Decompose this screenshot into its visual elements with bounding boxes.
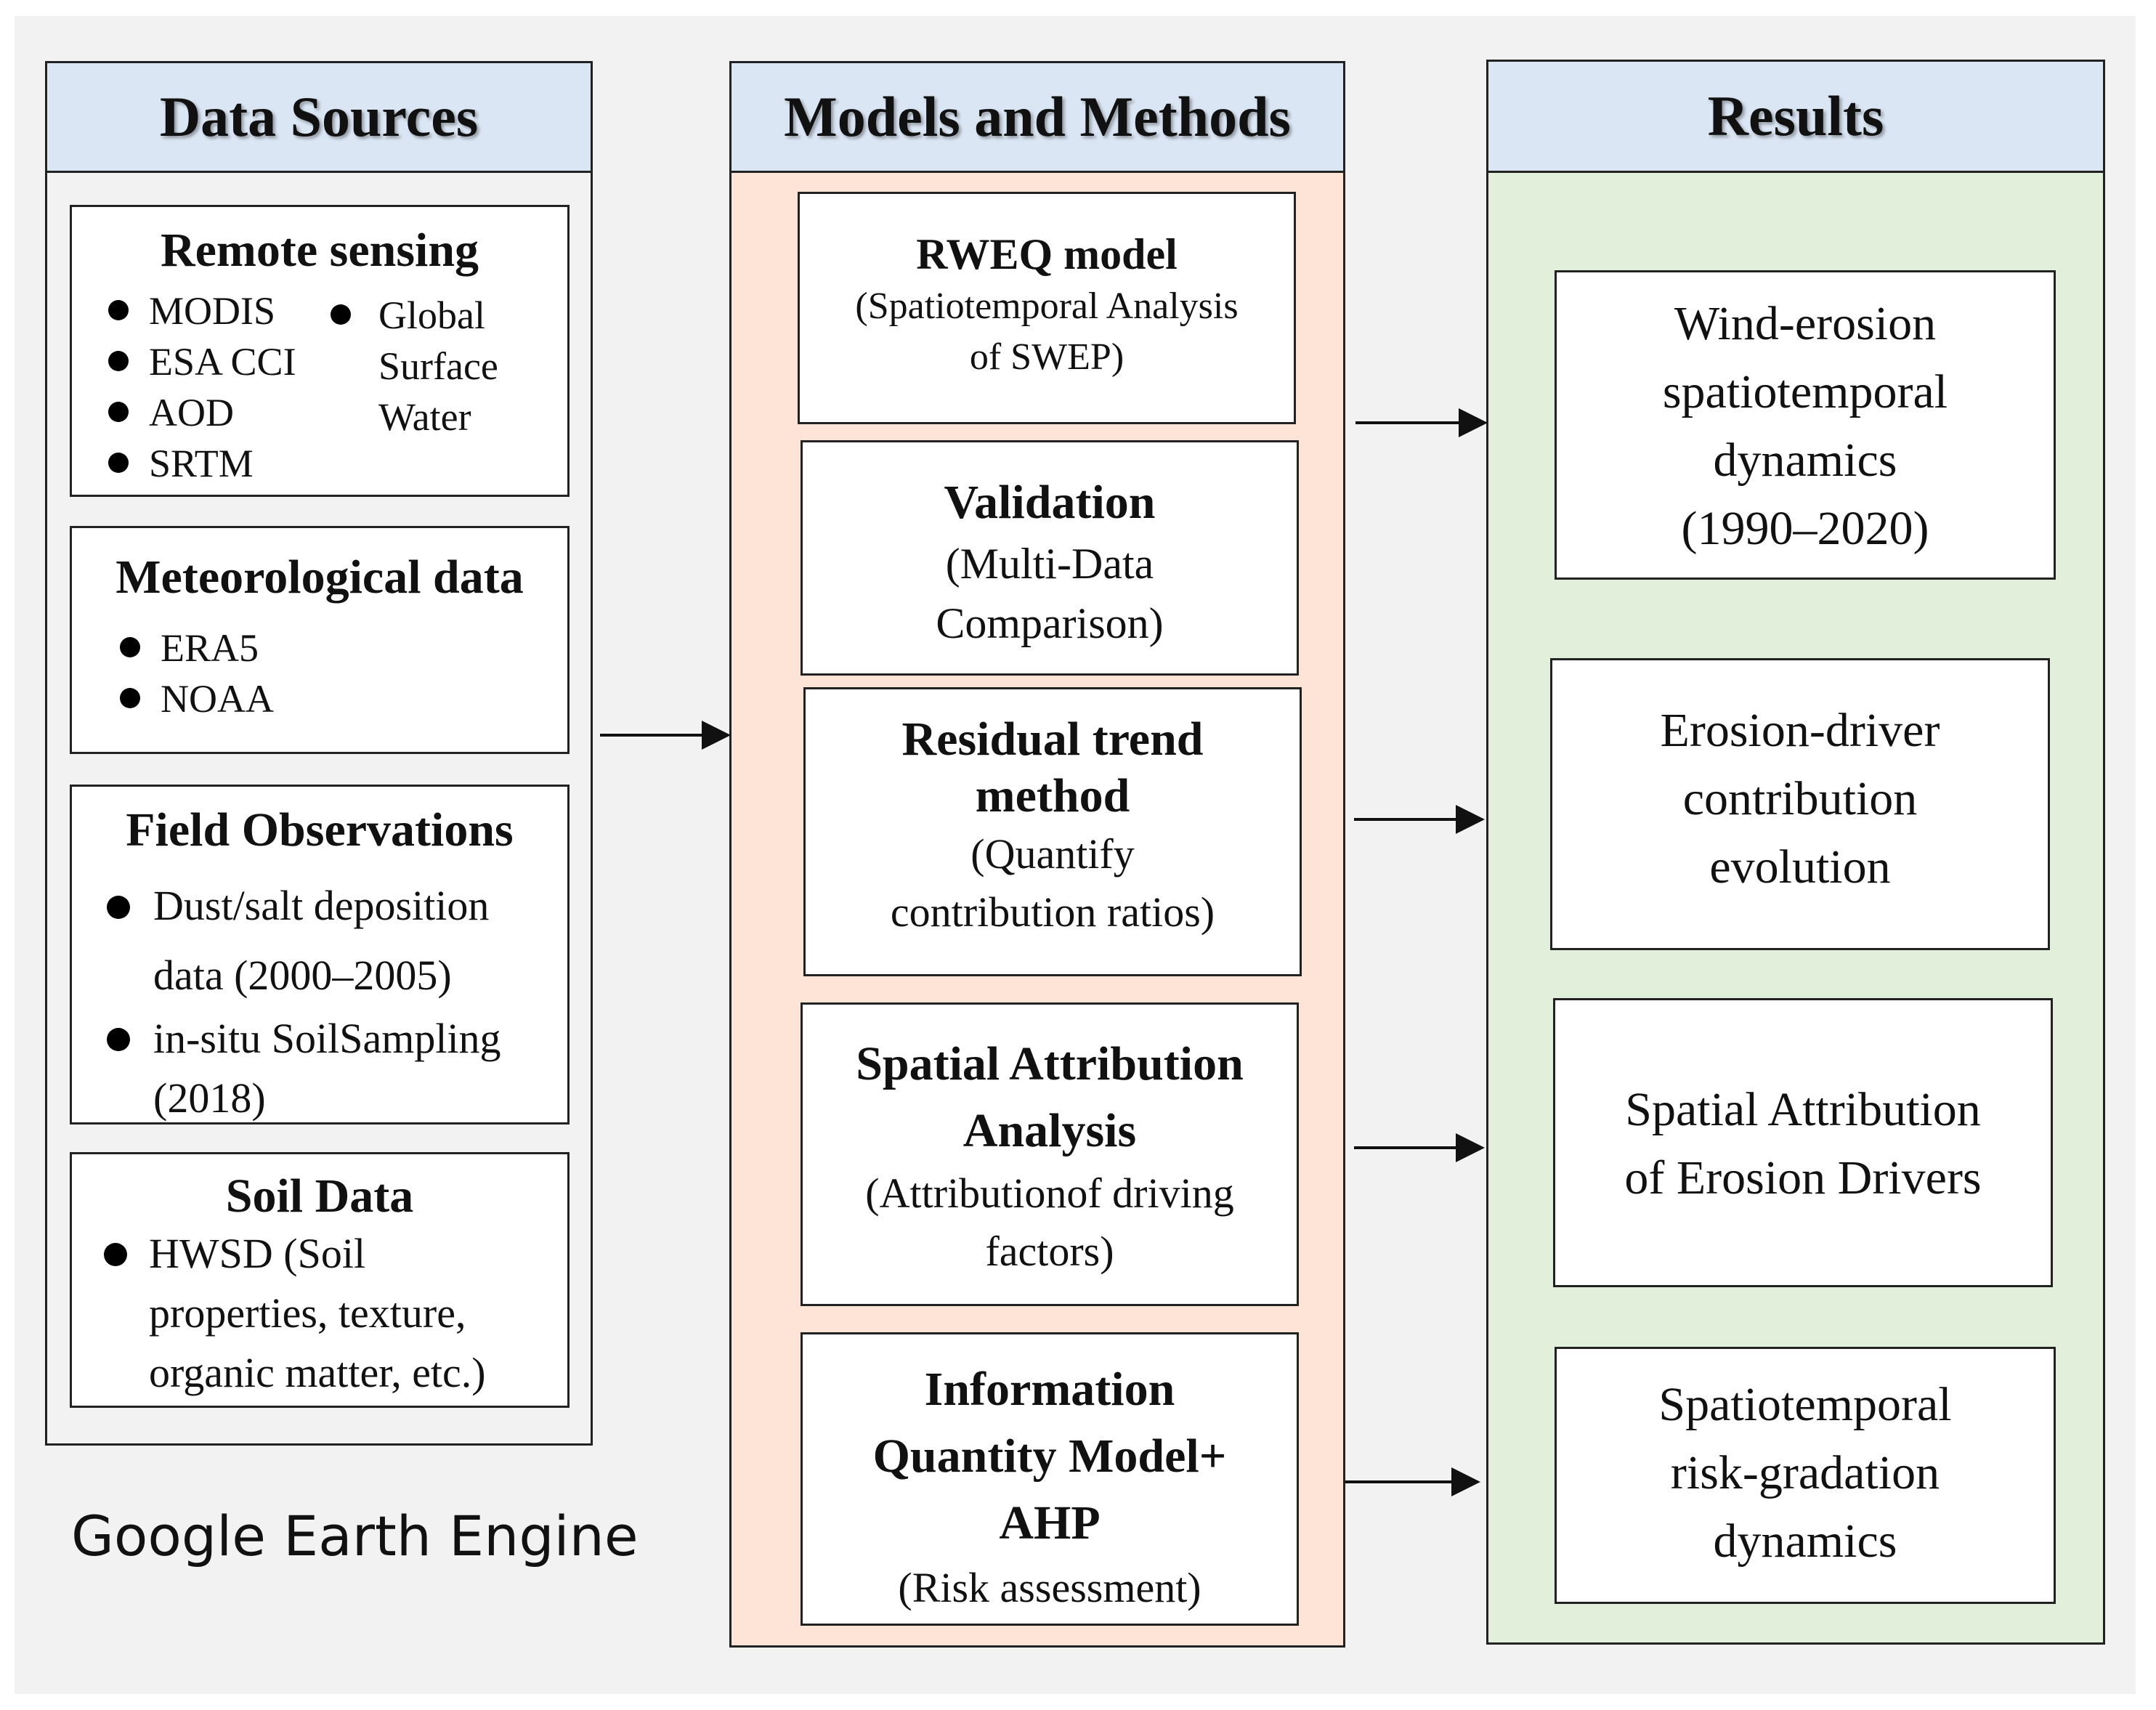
list-item: ESA CCI xyxy=(101,336,296,387)
method-detail: (Multi-Data xyxy=(945,540,1154,588)
list-item-line: in-situ SoilSampling xyxy=(153,1015,501,1062)
list-item: MODIS xyxy=(101,285,296,336)
result-line: evolution xyxy=(1709,840,1891,894)
list-item: NOAA xyxy=(113,673,274,724)
information-quantity-box: Information Quantity Model+ AHP (Risk as… xyxy=(801,1332,1299,1626)
method-heading: Residual trend xyxy=(901,713,1204,766)
field-observations-heading: Field Observations xyxy=(126,803,514,856)
list-item-line: Dust/salt deposition xyxy=(153,882,490,929)
result-line: contribution xyxy=(1682,772,1918,825)
remote-sensing-heading: Remote sensing xyxy=(160,224,479,277)
result-line: spatiotemporal xyxy=(1662,365,1948,418)
residual-trend-box: Residual trend method (Quantify contribu… xyxy=(803,687,1302,976)
field-observation-item-2: in-situ SoilSampling (2018) xyxy=(107,1009,501,1128)
bullet-icon xyxy=(107,896,130,919)
bullet-icon xyxy=(104,1243,127,1266)
list-item-line: (2018) xyxy=(153,1074,266,1122)
method-heading: Spatial Attribution xyxy=(856,1037,1244,1090)
bullet-icon xyxy=(331,304,351,325)
list-item-line: Surface xyxy=(378,344,498,388)
remote-sensing-list: MODIS ESA CCI AOD SRTM xyxy=(101,285,296,489)
field-observations-box: Field Observations Dust/salt deposition … xyxy=(70,785,570,1125)
soil-data-heading: Soil Data xyxy=(225,1170,414,1223)
meteorological-list: ERA5 NOAA xyxy=(113,623,274,724)
soil-data-box: Soil Data HWSD (Soil properties, texture… xyxy=(70,1152,570,1408)
method-detail: factors) xyxy=(985,1228,1114,1275)
result-line: of Erosion Drivers xyxy=(1624,1151,1982,1204)
data-sources-header: Data Sources xyxy=(47,63,591,173)
result-line: Spatiotemporal xyxy=(1658,1378,1952,1431)
result-box-driver-contribution: Erosion-driver contribution evolution xyxy=(1550,658,2050,950)
platform-label: Google Earth Engine xyxy=(71,1504,639,1568)
meteorological-box: Meteorological data ERA5 NOAA xyxy=(70,526,570,754)
method-detail: of SWEP) xyxy=(969,336,1124,378)
list-item-line: Water xyxy=(378,395,471,439)
method-heading: AHP xyxy=(999,1496,1101,1549)
models-methods-header: Models and Methods xyxy=(732,63,1343,173)
list-item-line: Global xyxy=(378,293,485,337)
method-detail: Comparison) xyxy=(936,599,1164,647)
result-line: (1990–2020) xyxy=(1681,502,1929,555)
soil-data-item: HWSD (Soil properties, texture, organic … xyxy=(104,1224,486,1403)
method-heading: Quantity Model+ xyxy=(872,1430,1227,1483)
bullet-icon xyxy=(107,1028,130,1051)
method-detail: contribution ratios) xyxy=(890,888,1215,936)
rweq-model-box: RWEQ model (Spatiotemporal Analysis of S… xyxy=(798,192,1296,424)
result-line: dynamics xyxy=(1713,434,1897,487)
global-surface-water-item: Global Surface Water xyxy=(331,290,498,442)
result-line: dynamics xyxy=(1713,1515,1897,1568)
list-item-line: data (2000–2005) xyxy=(153,952,452,999)
method-detail: (Attributionof driving xyxy=(865,1170,1234,1217)
method-heading: method xyxy=(975,769,1130,822)
field-observation-item-1: Dust/salt deposition data (2000–2005) xyxy=(107,871,489,1010)
method-heading: RWEQ model xyxy=(916,230,1178,278)
result-line: Spatial Attribution xyxy=(1625,1083,1981,1136)
result-line: Erosion-driver xyxy=(1660,704,1940,757)
method-heading: Information xyxy=(924,1363,1175,1416)
result-line: risk-gradation xyxy=(1670,1446,1940,1499)
result-box-wind-erosion: Wind-erosion spatiotemporal dynamics (19… xyxy=(1555,270,2056,580)
results-header: Results xyxy=(1488,62,2103,173)
result-line: Wind-erosion xyxy=(1674,297,1937,350)
list-item-line: HWSD (Soil xyxy=(149,1230,366,1277)
validation-box: Validation (Multi-Data Comparison) xyxy=(801,440,1299,676)
data-sources-title: Data Sources xyxy=(159,85,479,148)
list-item: ERA5 xyxy=(113,623,274,673)
spatial-attribution-analysis-box: Spatial Attribution Analysis (Attributio… xyxy=(801,1002,1299,1306)
meteorological-heading: Meteorological data xyxy=(115,551,524,604)
list-item-line: organic matter, etc.) xyxy=(149,1349,486,1396)
models-methods-title: Models and Methods xyxy=(784,85,1291,148)
result-box-spatial-attribution: Spatial Attribution of Erosion Drivers xyxy=(1553,998,2053,1287)
remote-sensing-box: Remote sensing MODIS ESA CCI AOD SRTM Gl… xyxy=(70,205,570,497)
method-detail: (Risk assessment) xyxy=(898,1564,1201,1611)
list-item-line: properties, texture, xyxy=(149,1289,466,1337)
list-item: AOD xyxy=(101,387,296,438)
method-detail: (Quantify xyxy=(970,830,1135,878)
method-detail: (Spatiotemporal Analysis xyxy=(855,285,1239,327)
result-box-risk-gradation: Spatiotemporal risk-gradation dynamics xyxy=(1555,1347,2056,1604)
method-heading: Analysis xyxy=(962,1104,1137,1157)
list-item: SRTM xyxy=(101,438,296,489)
method-heading: Validation xyxy=(944,476,1156,529)
results-title: Results xyxy=(1707,84,1884,147)
